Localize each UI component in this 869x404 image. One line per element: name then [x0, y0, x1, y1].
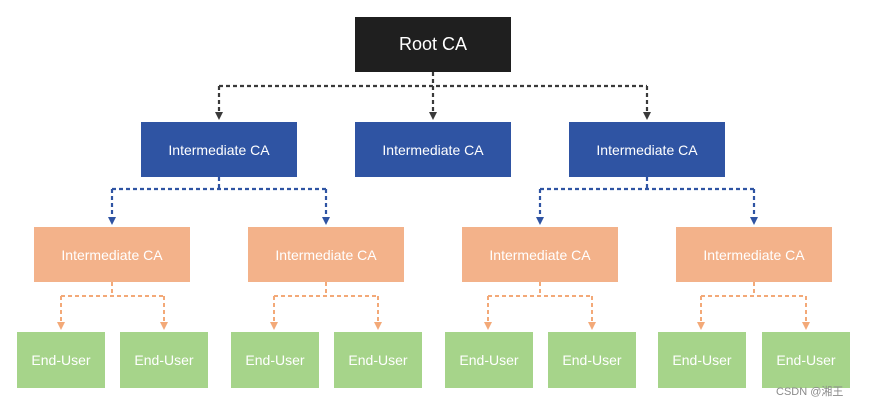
intermediate-ca-label: Intermediate CA — [382, 141, 484, 158]
intermediate-connectors — [108, 177, 758, 225]
end-user-label: End-User — [245, 352, 305, 368]
end-user-label: End-User — [459, 352, 519, 368]
end-user-node-3: End-User — [231, 332, 319, 388]
end-user-node-7: End-User — [658, 332, 746, 388]
sub-intermediate-ca-node-1: Intermediate CA — [34, 227, 190, 282]
end-user-node-8: End-User — [762, 332, 850, 388]
sub-intermediate-connectors — [57, 282, 810, 330]
end-user-node-1: End-User — [17, 332, 105, 388]
root-ca-label: Root CA — [398, 34, 468, 54]
intermediate-ca-label: Intermediate CA — [168, 141, 270, 158]
end-user-node-6: End-User — [548, 332, 636, 388]
sub-intermediate-ca-label: Intermediate CA — [61, 246, 163, 263]
sub-intermediate-ca-node-3: Intermediate CA — [462, 227, 618, 282]
sub-intermediate-ca-node-2: Intermediate CA — [248, 227, 404, 282]
end-user-label: End-User — [134, 352, 194, 368]
watermark: CSDN @湘王 — [776, 386, 844, 398]
end-user-label: End-User — [776, 352, 836, 368]
intermediate-ca-label: Intermediate CA — [596, 141, 698, 158]
root-ca-node: Root CA — [355, 17, 511, 72]
end-user-label: End-User — [31, 352, 91, 368]
end-user-label: End-User — [348, 352, 408, 368]
end-user-label: End-User — [672, 352, 732, 368]
intermediate-ca-node-2: Intermediate CA — [355, 122, 511, 177]
sub-intermediate-ca-node-4: Intermediate CA — [676, 227, 832, 282]
intermediate-ca-node-1: Intermediate CA — [141, 122, 297, 177]
end-user-node-2: End-User — [120, 332, 208, 388]
end-user-node-5: End-User — [445, 332, 533, 388]
sub-intermediate-ca-label: Intermediate CA — [703, 246, 805, 263]
end-user-node-4: End-User — [334, 332, 422, 388]
intermediate-ca-node-3: Intermediate CA — [569, 122, 725, 177]
sub-intermediate-ca-label: Intermediate CA — [489, 246, 591, 263]
sub-intermediate-ca-label: Intermediate CA — [275, 246, 377, 263]
root-connectors — [215, 72, 651, 120]
end-user-label: End-User — [562, 352, 622, 368]
